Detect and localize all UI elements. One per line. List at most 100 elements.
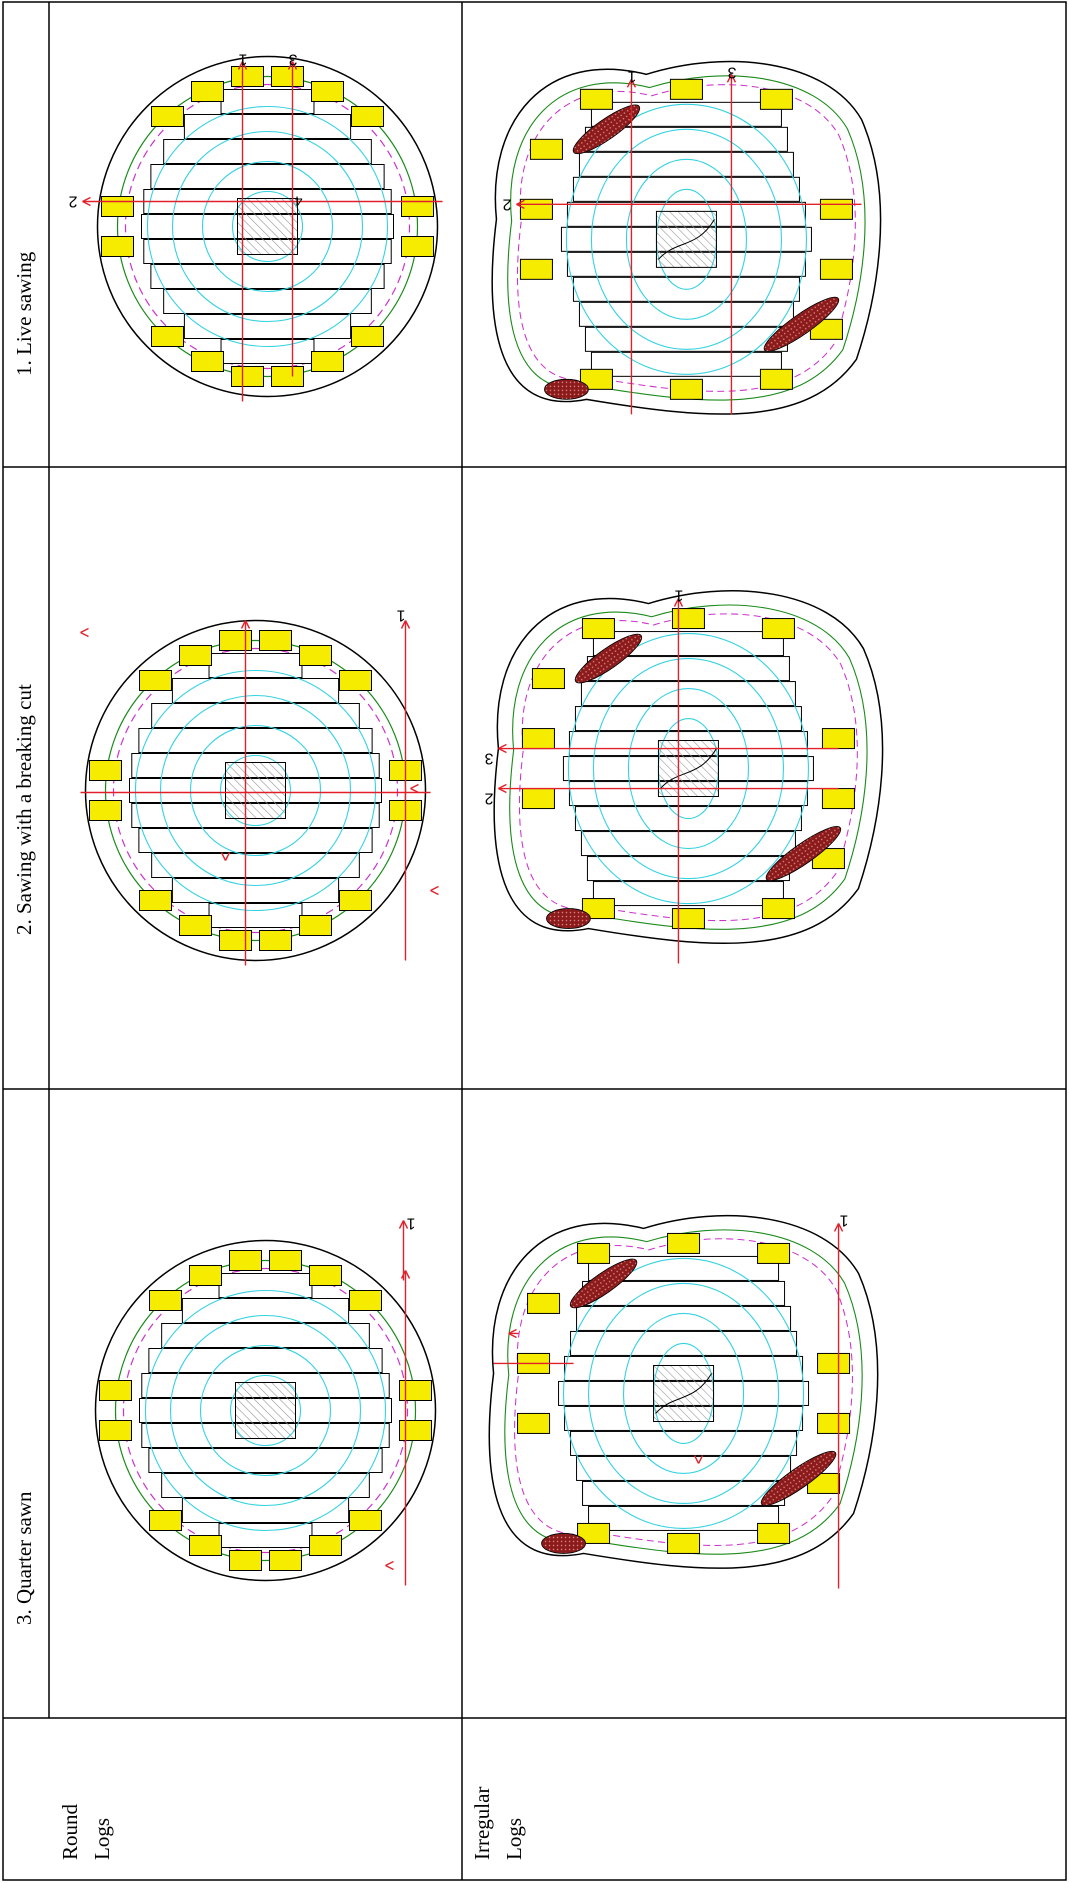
edge-board	[90, 761, 122, 781]
pith-block	[656, 211, 716, 267]
edge-board	[532, 669, 564, 689]
board	[164, 290, 372, 314]
edge-board	[232, 367, 264, 387]
undefined-head	[431, 887, 439, 895]
board	[581, 832, 795, 856]
board	[219, 1274, 312, 1298]
board	[579, 302, 793, 326]
board	[139, 729, 372, 753]
edge-board	[100, 1421, 132, 1441]
pith-block	[654, 1365, 714, 1421]
knot	[542, 1533, 586, 1553]
edge-board	[102, 237, 134, 257]
board	[152, 704, 360, 728]
edge-board	[578, 1243, 610, 1263]
edge-board	[760, 369, 792, 389]
edge-board	[400, 1381, 432, 1401]
edge-board	[402, 237, 434, 257]
board	[182, 1499, 348, 1523]
board	[172, 679, 338, 703]
pith-block	[236, 1383, 296, 1439]
cut-3-label: 3	[727, 63, 736, 80]
board	[164, 140, 372, 164]
edge-board	[670, 79, 702, 99]
cut-3-label: 3	[484, 750, 493, 767]
cut-1-label: 1	[397, 607, 406, 624]
edge-board	[522, 789, 554, 809]
cut-1-label: 1	[407, 1215, 416, 1232]
edge-board	[820, 259, 852, 279]
cut-2-label: 2	[69, 193, 78, 210]
edge-board	[522, 729, 554, 749]
board	[583, 1481, 785, 1505]
cut-1-label: 1	[674, 587, 683, 604]
edge-board	[180, 916, 212, 936]
board	[182, 1299, 348, 1323]
edge-board	[340, 891, 372, 911]
cut-4-label: 4	[295, 194, 303, 210]
board	[152, 854, 360, 878]
edge-board	[580, 89, 612, 109]
board	[591, 352, 781, 376]
edge-board	[300, 916, 332, 936]
edge-board	[152, 107, 184, 127]
board	[139, 829, 372, 853]
edge-board	[310, 1536, 342, 1556]
edge-board	[530, 139, 562, 159]
edge-board	[190, 1266, 222, 1286]
knot	[546, 909, 590, 929]
edge-board	[672, 909, 704, 929]
edge-board	[260, 631, 292, 651]
edge-board	[818, 1413, 850, 1433]
undefined-head	[81, 629, 89, 637]
edge-board	[758, 1243, 790, 1263]
round-log-live: 1	[96, 1215, 436, 1586]
board	[184, 115, 350, 139]
edge-board	[520, 199, 552, 219]
edge-board	[312, 82, 344, 102]
edge-board	[670, 379, 702, 399]
board	[184, 315, 350, 339]
pith-block	[238, 199, 298, 255]
edge-board	[220, 631, 252, 651]
round-log-quarter: 1324	[69, 51, 443, 402]
board	[577, 1306, 791, 1330]
edge-board	[518, 1413, 550, 1433]
edge-board	[350, 1291, 382, 1311]
edge-board	[818, 1353, 850, 1373]
cut-3-label: 3	[289, 51, 298, 68]
edge-board	[672, 609, 704, 629]
edge-board	[270, 1251, 302, 1271]
edge-board	[232, 67, 264, 87]
edge-board	[668, 1533, 700, 1553]
edge-board	[260, 931, 292, 951]
board	[221, 90, 314, 114]
edge-board	[230, 1551, 262, 1571]
cut-1-label: 1	[840, 1211, 849, 1228]
cut-2-label: 2	[502, 195, 511, 212]
edge-board	[230, 1251, 262, 1271]
board	[585, 327, 787, 351]
board	[593, 882, 783, 906]
board	[219, 1524, 312, 1548]
board	[209, 904, 302, 928]
board	[587, 857, 789, 881]
edge-board	[140, 891, 172, 911]
edge-board	[310, 1266, 342, 1286]
edge-board	[90, 801, 122, 821]
edge-board	[272, 67, 304, 87]
board	[209, 654, 302, 678]
board	[151, 165, 384, 189]
undefined-head	[411, 785, 419, 793]
edge-board	[190, 1536, 222, 1556]
irregular-log-live: 1	[489, 1211, 877, 1588]
edge-board	[822, 729, 854, 749]
edge-board	[528, 1293, 560, 1313]
irregular-log-breaking: 123	[484, 587, 882, 964]
pith-block	[226, 763, 286, 819]
edge-board	[762, 899, 794, 919]
edge-board	[150, 1511, 182, 1531]
edge-board	[270, 1551, 302, 1571]
